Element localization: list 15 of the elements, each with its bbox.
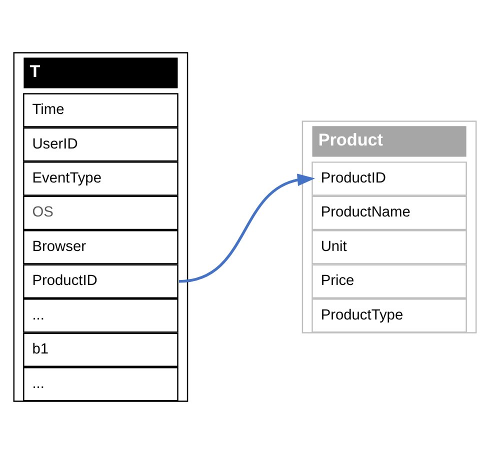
node-box: ProductName xyxy=(311,196,466,230)
node-box: ProductID xyxy=(22,264,178,299)
node-box: Time xyxy=(22,93,178,128)
node-box: Unit xyxy=(311,230,466,264)
node-box: ... xyxy=(22,298,178,333)
node-box: ... xyxy=(22,367,178,402)
node-box: Price xyxy=(311,264,466,299)
node-box: EventType xyxy=(22,162,178,196)
node-box: Browser xyxy=(22,230,178,264)
node-box: ProductID xyxy=(311,162,466,196)
arrow xyxy=(178,174,315,283)
node-box: b1 xyxy=(22,332,178,368)
node-box: OS xyxy=(22,196,178,230)
node-box: UserID xyxy=(22,127,178,162)
node-box: ProductType xyxy=(311,298,466,333)
